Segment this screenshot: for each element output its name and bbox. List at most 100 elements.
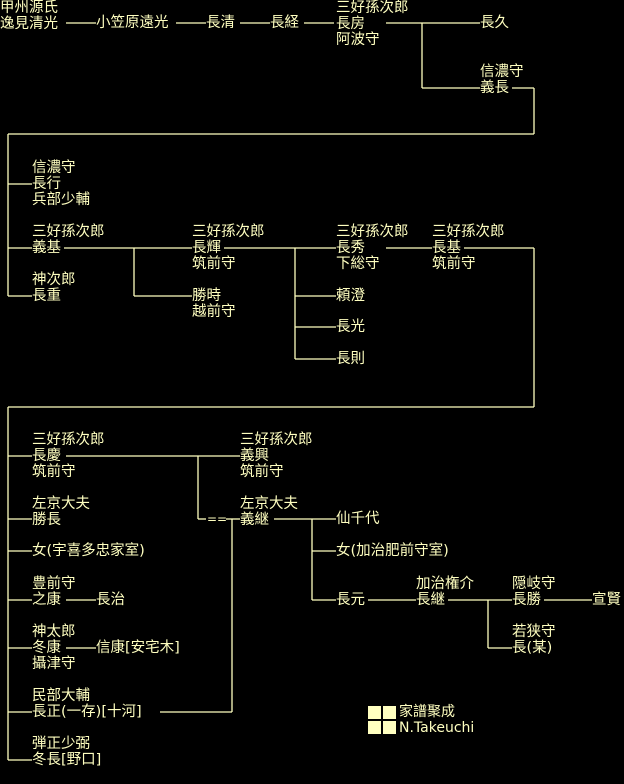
node-line: 隠岐守 — [512, 576, 556, 592]
person-nagayuki: 信濃守 長行 兵部少輔 — [32, 160, 90, 208]
node-line: 神太郎 — [32, 624, 76, 640]
person-nagamoto-2: 長元 — [336, 592, 365, 608]
node-line: 長光 — [336, 319, 365, 335]
person-naga-bou: 若狭守 長(某) — [512, 624, 556, 656]
node-line: 義継 — [240, 512, 269, 528]
person-nagamasa: 民部大輔 長正(一存)[十河] — [32, 688, 142, 720]
node-line: 長経 — [270, 15, 299, 31]
legend-square-icon — [368, 721, 381, 734]
node-line: 勝長 — [32, 512, 61, 528]
person-yoshitsugu: 左京大夫 義継 — [240, 496, 298, 528]
person-fuyunaga: 弾正少弼 冬長[野口] — [32, 736, 101, 768]
node-line: 民部大輔 — [32, 688, 90, 704]
node-line: 義基 — [32, 240, 61, 256]
legend-title: 家譜聚成 — [399, 704, 455, 720]
node-line: 阿波守 — [336, 32, 380, 48]
node-line: 筑前守 — [32, 464, 76, 480]
person-nagakatsu: 隠岐守 長勝 — [512, 576, 556, 608]
node-line: 之康 — [32, 592, 61, 608]
node-line: 三好孫次郎 — [192, 224, 265, 240]
node-line: 信濃守 — [32, 160, 76, 176]
person-fuyuyasu: 神太郎 冬康 攝津守 — [32, 624, 76, 672]
node-line: 義長 — [480, 80, 509, 96]
node-line: == — [207, 512, 228, 526]
node-line: 長継 — [416, 592, 445, 608]
person-yoshioki: 三好孫次郎 義興 筑前守 — [240, 432, 313, 480]
person-nobuyasu: 信康[安宅木] — [96, 640, 180, 656]
person-nagayoshi: 三好孫次郎 長慶 筑前守 — [32, 432, 105, 480]
person-daughter-kaji: 女(加治肥前守室) — [336, 543, 449, 559]
node-line: 長勝 — [512, 592, 541, 608]
node-line: 下総守 — [336, 256, 380, 272]
node-line: 冬康 — [32, 640, 61, 656]
node-line: 三好孫次郎 — [336, 0, 409, 16]
node-line: 小笠原遠光 — [96, 15, 169, 31]
person-nagaharu: 長治 — [96, 592, 125, 608]
node-line: 長慶 — [32, 448, 61, 464]
node-line: 三好孫次郎 — [240, 432, 313, 448]
person-nagahide: 三好孫次郎 長秀 下総守 — [336, 224, 409, 272]
person-nagamitsu: 長光 — [336, 319, 365, 335]
person-yorizumi: 頼澄 — [336, 288, 365, 304]
person-itsumi-kiyomitsu: 甲州源氏 逸見清光 — [0, 0, 58, 32]
node-line: 神次郎 — [32, 272, 76, 288]
person-nagamoto: 三好孫次郎 長基 筑前守 — [432, 224, 505, 272]
person-nobukata: 宣賢 — [592, 592, 621, 608]
node-line: 甲州源氏 — [0, 0, 58, 16]
node-line: 若狭守 — [512, 624, 556, 640]
person-nagakiyo: 長清 — [206, 15, 235, 31]
person-koreyasu: 豊前守 之康 — [32, 576, 76, 608]
node-line: 長重 — [32, 288, 61, 304]
node-line: 攝津守 — [32, 656, 76, 672]
person-ogasawara-tomitsu: 小笠原遠光 — [96, 15, 169, 31]
node-line: 義興 — [240, 448, 269, 464]
legend-author: N.Takeuchi — [399, 720, 475, 736]
node-line: 加治権介 — [416, 576, 474, 592]
node-line: 三好孫次郎 — [432, 224, 505, 240]
node-line: 信濃守 — [480, 64, 524, 80]
legend-square-icon — [383, 721, 396, 734]
node-line: 長基 — [432, 240, 461, 256]
node-line: 長秀 — [336, 240, 365, 256]
person-katsunaga: 左京大夫 勝長 — [32, 496, 90, 528]
adoption-mark: == — [207, 511, 227, 527]
person-nagatsune: 長経 — [270, 15, 299, 31]
node-line: 左京大夫 — [32, 496, 90, 512]
node-line: 長正(一存)[十河] — [32, 704, 142, 720]
node-line: 信康[安宅木] — [96, 640, 180, 656]
node-line: 豊前守 — [32, 576, 76, 592]
node-line: 三好孫次郎 — [32, 432, 105, 448]
node-line: 長治 — [96, 592, 125, 608]
node-line: 三好孫次郎 — [336, 224, 409, 240]
node-line: 長久 — [480, 15, 509, 31]
node-line: 長清 — [206, 15, 235, 31]
person-nagafusa: 三好孫次郎 長房 阿波守 — [336, 0, 409, 48]
node-line: 越前守 — [192, 304, 236, 320]
person-katsutoki: 勝時 越前守 — [192, 288, 236, 320]
node-line: 長元 — [336, 592, 365, 608]
person-yoshinaga: 信濃守 義長 — [480, 64, 524, 96]
node-line: 仙千代 — [336, 511, 380, 527]
legend-square-icon — [368, 706, 381, 719]
node-line: 長輝 — [192, 240, 221, 256]
legend-square-icon — [383, 706, 396, 719]
node-line: 長則 — [336, 351, 365, 367]
node-line: 勝時 — [192, 288, 221, 304]
node-line: 筑前守 — [432, 256, 476, 272]
person-senchiyo: 仙千代 — [336, 511, 380, 527]
person-nagatsugu: 加治権介 長継 — [416, 576, 474, 608]
person-nagahisa: 長久 — [480, 15, 509, 31]
node-line: 長行 — [32, 176, 61, 192]
node-line: 兵部少輔 — [32, 192, 90, 208]
node-line: 三好孫次郎 — [32, 224, 105, 240]
node-line: 頼澄 — [336, 288, 365, 304]
person-nagashige: 神次郎 長重 — [32, 272, 76, 304]
node-line: 宣賢 — [592, 592, 621, 608]
node-line: 女(加治肥前守室) — [336, 543, 449, 559]
node-line: 女(宇喜多忠家室) — [32, 543, 145, 559]
node-line: 逸見清光 — [0, 16, 58, 32]
node-line: 筑前守 — [192, 256, 236, 272]
node-line: 左京大夫 — [240, 496, 298, 512]
node-line: 長房 — [336, 16, 365, 32]
